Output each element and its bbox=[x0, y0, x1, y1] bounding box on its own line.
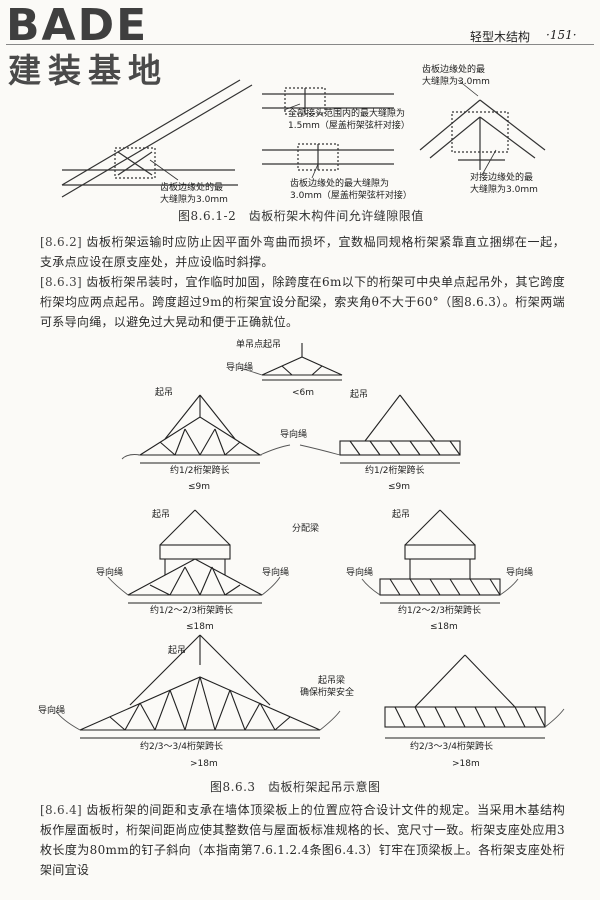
label-half-twothird-2: 约1/2～2/3桁架跨长 bbox=[398, 604, 481, 616]
figure-truss-lifting-spans: >18m >18m bbox=[190, 759, 480, 769]
label-spreader-note-1: 起吊梁 bbox=[318, 674, 345, 686]
page-number: ·151· bbox=[546, 28, 577, 42]
label-guide-rope-1: 导向绳 bbox=[226, 361, 253, 373]
label-guide-rope-4: 导向绳 bbox=[262, 566, 289, 578]
label-spreader-note-2: 确保桁架安全 bbox=[300, 686, 354, 698]
clause-text: 齿板桁架的间距和支承在墙体顶梁板上的位置应符合设计文件的规定。当采用木基结构板作… bbox=[40, 803, 565, 877]
label-span-le9-1: ≤9m bbox=[188, 482, 210, 492]
fig1-label-b2: 大缝隙为3.0mm bbox=[160, 193, 228, 205]
label-span-lt6: <6m bbox=[292, 388, 314, 398]
clause-number: [8.6.4] bbox=[40, 803, 82, 817]
fig1-label-b: 齿板边缘处的最 bbox=[160, 181, 223, 193]
paragraph-8-6-4: [8.6.4] 齿板桁架的间距和支承在墙体顶梁板上的位置应符合设计文件的规定。当… bbox=[40, 800, 565, 886]
fig1-label-a: 全部接头范围内的最大缝隙为 bbox=[288, 107, 405, 119]
label-lift-1: 起吊 bbox=[155, 387, 173, 398]
label-span-le9-2: ≤9m bbox=[388, 482, 410, 492]
figure-gap-limits: 全部接头范围内的最大缝隙为 1.5mm（屋盖桁架弦杆对接） 齿板边缘处的最 大缝… bbox=[61, 63, 546, 205]
fig1-label-c2: 3.0mm（屋盖桁架弦杆对接） bbox=[290, 189, 412, 201]
clause-number: [8.6.3] bbox=[40, 275, 82, 289]
paragraph-8-6-2: [8.6.2] 齿板桁架运输时应防止因平面外弯曲而损坏，宜数榀同规格桁架紧靠直立… bbox=[40, 232, 565, 272]
fig1-caption: 图8.6.1-2 齿板桁架木构件间允许缝隙限值 bbox=[178, 209, 424, 223]
section-title: 轻型木结构 bbox=[470, 30, 531, 44]
label-half-span-1: 约1/2桁架跨长 bbox=[170, 464, 230, 476]
fig1-label-d: 齿板边缘处的最 bbox=[422, 63, 485, 75]
label-span-gt18-2: >18m bbox=[452, 759, 480, 769]
label-spreader: 分配梁 bbox=[292, 522, 319, 534]
logo-subtitle: 建装基地 bbox=[8, 51, 168, 90]
fig1-label-a2: 1.5mm（屋盖桁架弦杆对接） bbox=[288, 119, 410, 131]
figure-truss-lifting: 单吊点起吊 导向绳 <6m 起吊 起吊 导向绳 约1/2桁架跨长 ≤9m 约1/… bbox=[38, 338, 565, 752]
fig1-label-d2: 大缝隙为3.0mm bbox=[422, 75, 490, 87]
fig1-label-e2: 大缝隙为3.0mm bbox=[470, 183, 538, 195]
label-lift-4: 起吊 bbox=[392, 509, 410, 520]
label-half-span-2: 约1/2桁架跨长 bbox=[365, 464, 425, 476]
clause-text: 齿板桁架运输时应防止因平面外弯曲而损坏，宜数榀同规格桁架紧靠直立捆绑在一起，支承… bbox=[40, 235, 565, 269]
label-twothird-span-2: 约2/3～3/4桁架跨长 bbox=[410, 740, 493, 752]
label-lift-2: 起吊 bbox=[350, 389, 368, 400]
label-guide-rope-3: 导向绳 bbox=[96, 566, 123, 578]
label-guide-rope-2: 导向绳 bbox=[280, 428, 307, 440]
fig1-label-e: 对接边缘处的最 bbox=[470, 171, 533, 183]
label-twothird-span-1: 约2/3～3/4桁架跨长 bbox=[140, 740, 223, 752]
fig1-label-c: 齿板边缘处的最大缝隙为 bbox=[290, 177, 389, 189]
label-span-le18-2: ≤18m bbox=[430, 622, 458, 632]
clause-number: [8.6.2] bbox=[40, 235, 82, 249]
label-span-gt18-1: >18m bbox=[190, 759, 218, 769]
header-rule bbox=[6, 44, 594, 45]
label-lift-5: 起吊 bbox=[168, 645, 186, 656]
label-span-le18-1: ≤18m bbox=[186, 622, 214, 632]
logo-wordmark: BADE bbox=[6, 0, 149, 51]
label-guide-rope-5: 导向绳 bbox=[346, 566, 373, 578]
label-guide-rope-6: 导向绳 bbox=[506, 566, 533, 578]
paragraph-8-6-3: [8.6.3] 齿板桁架吊装时，宜作临时加固，除跨度在6m以下的桁架可中央单点起… bbox=[40, 272, 565, 332]
fig2-caption: 图8.6.3 齿板桁架起吊示意图 bbox=[210, 780, 381, 794]
label-single-point: 单吊点起吊 bbox=[236, 338, 281, 350]
label-half-twothird-1: 约1/2～2/3桁架跨长 bbox=[150, 604, 233, 616]
label-guide-rope-7: 导向绳 bbox=[38, 704, 65, 716]
label-lift-3: 起吊 bbox=[152, 509, 170, 520]
clause-text: 齿板桁架吊装时，宜作临时加固，除跨度在6m以下的桁架可中央单点起吊外，其它跨度桁… bbox=[40, 275, 565, 329]
